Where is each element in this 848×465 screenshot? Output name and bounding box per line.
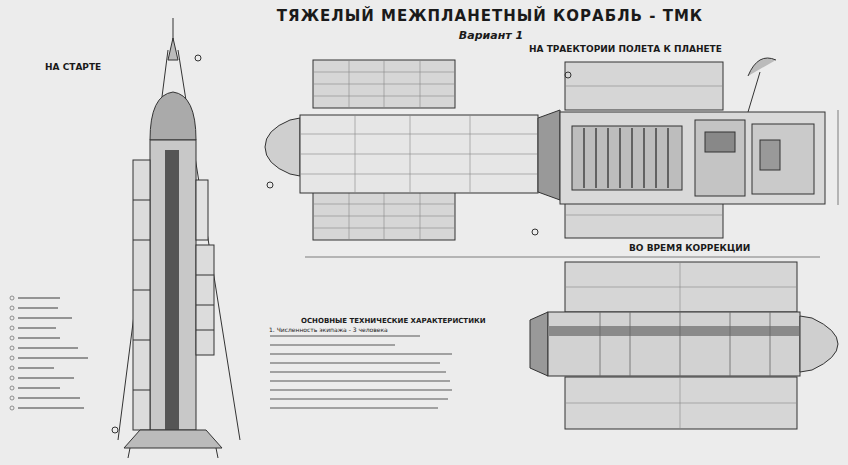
view-label: НА ТРАЕКТОРИИ ПОЛЕТА К ПЛАНЕТЕ	[528, 45, 723, 55]
illegible-legend	[10, 296, 88, 410]
spec-line: 1. Численность экипажа - 3 человека	[268, 327, 389, 334]
flight-configuration	[265, 58, 838, 257]
title: ТЯЖЕЛЫЙ МЕЖПЛАНЕТНЫЙ КОРАБЛЬ - ТМК	[277, 8, 703, 25]
launch-vehicle	[112, 18, 240, 458]
variant-label: Вариант 1	[458, 30, 524, 42]
correction-configuration	[530, 262, 838, 429]
view-label: ВО ВРЕМЯ КОРРЕКЦИИ	[628, 244, 751, 254]
illegible-text	[270, 336, 452, 408]
table-heading: ОСНОВНЫЕ ТЕХНИЧЕСКИЕ ХАРАКТЕРИСТИКИ	[300, 318, 487, 326]
view-label: НА СТАРТЕ	[44, 63, 102, 73]
